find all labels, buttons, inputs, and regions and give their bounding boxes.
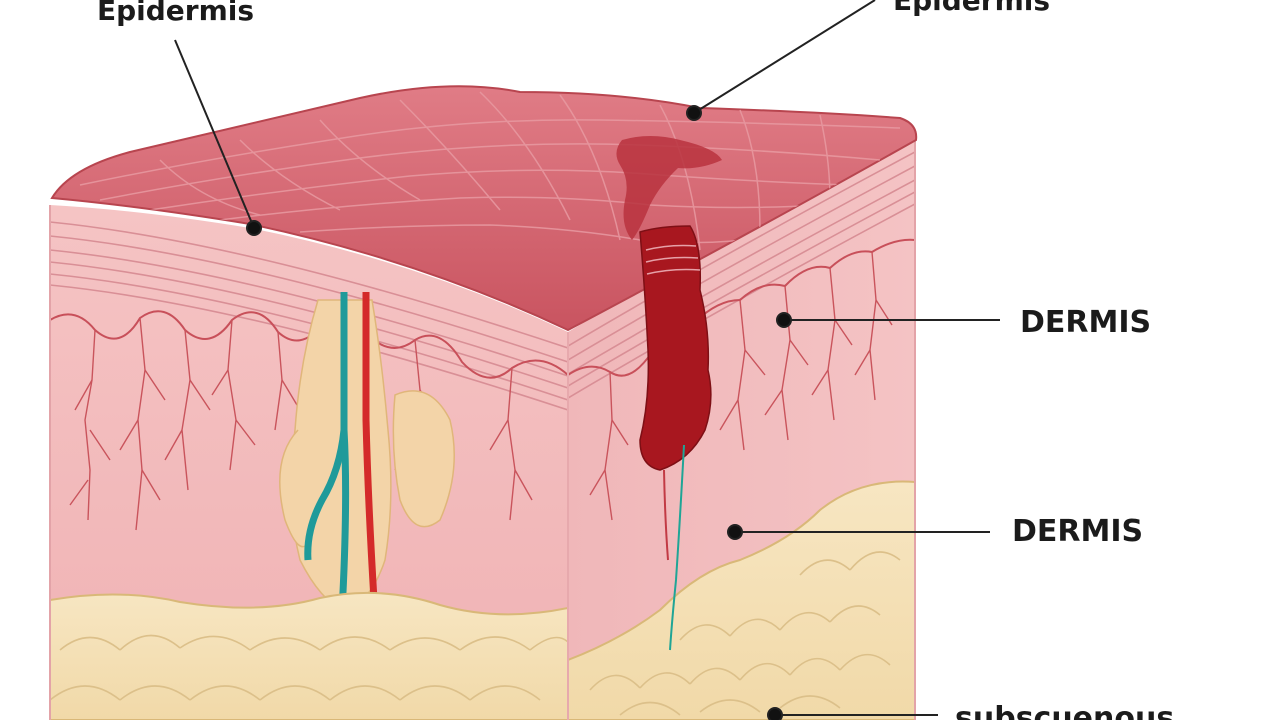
front-epidermis-stripes: [50, 221, 568, 411]
label-epidermis-left: Epidermis: [97, 0, 254, 27]
surface-wound: [616, 136, 722, 240]
dot-epidermis-left: [246, 220, 262, 236]
dot-dermis-lower: [727, 524, 743, 540]
skin-texture: [79, 91, 901, 251]
hair-follicle: [279, 292, 455, 613]
label-dermis-lower: DERMIS: [1012, 514, 1143, 549]
side-epidermis-stripes: [568, 151, 915, 399]
front-fat-layer: [50, 591, 568, 720]
front-face: [49, 205, 569, 720]
dot-dermis-upper: [776, 312, 792, 328]
leader-epidermis-left: [174, 39, 255, 229]
side-fat-layer: [568, 480, 915, 720]
label-subcutaneous: subscuenous: [955, 701, 1174, 720]
dot-subcutaneous: [767, 707, 783, 720]
top-surface: [50, 85, 918, 332]
front-papillae-line: [49, 310, 569, 379]
artery: [362, 292, 378, 601]
dot-epidermis-right: [686, 105, 702, 121]
leader-epidermis-right: [693, 0, 876, 114]
label-dermis-upper: DERMIS: [1020, 305, 1151, 340]
annotation-leaders: [174, 0, 1000, 720]
wound-tract: [639, 225, 712, 651]
label-epidermis-right: Epidermis: [893, 0, 1050, 17]
